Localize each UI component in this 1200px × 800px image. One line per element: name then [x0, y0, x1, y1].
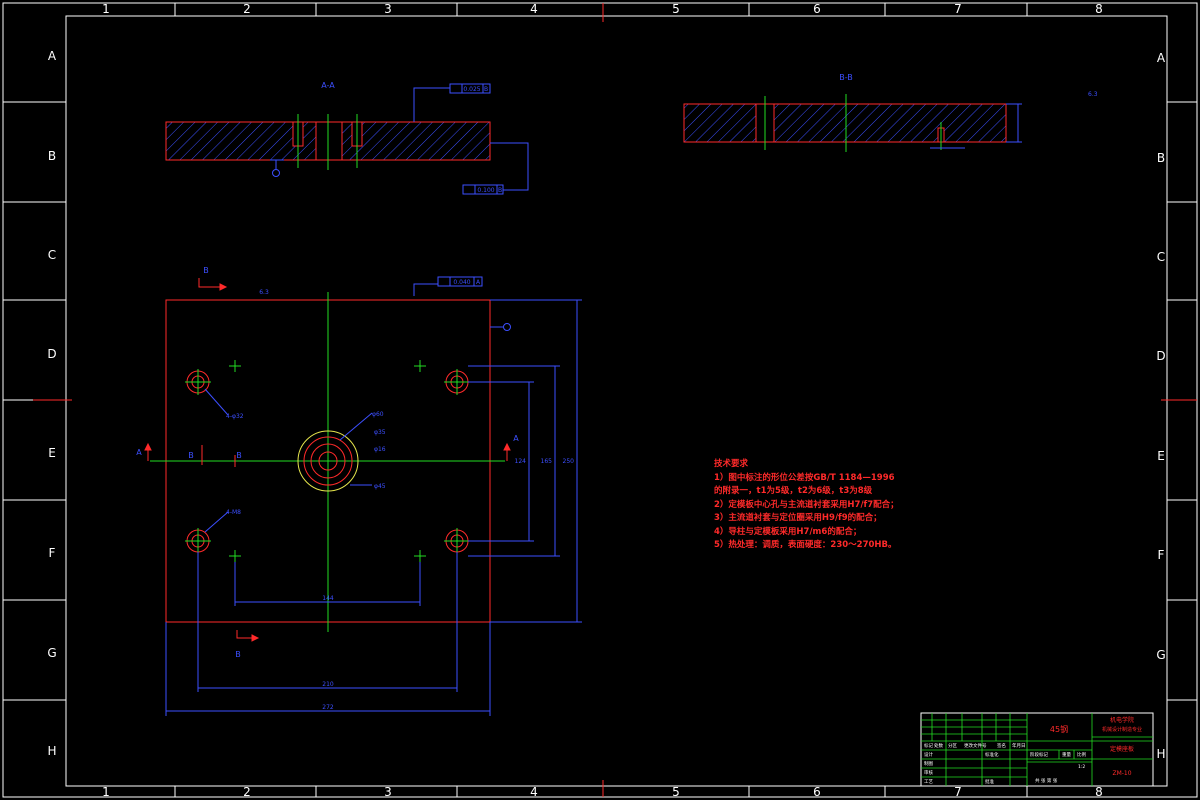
col-label: 1 [102, 785, 110, 799]
part-name: 定模座板 [1110, 745, 1134, 753]
col-label: 7 [954, 785, 962, 799]
col-label: 8 [1095, 785, 1103, 799]
scale-value: 1:2 [1078, 764, 1085, 770]
rev-header: 处数 [934, 742, 943, 749]
tech-req-item: 3）主流道衬套与定位圈采用H9/f9的配合； [714, 513, 882, 523]
label-center-hole-4: φ45 [374, 483, 386, 490]
zone-labels: 1 2 3 4 5 6 7 8 1 2 3 4 5 6 7 8 A B C D … [47, 2, 1166, 799]
role-draw: 制图 [924, 760, 933, 767]
row-label: G [1156, 648, 1165, 662]
role-process: 工艺 [924, 779, 933, 785]
section-mark-b-left: B [188, 451, 194, 460]
row-label: C [1157, 250, 1165, 264]
col-label: 7 [954, 2, 962, 16]
school-line1: 机电学院 [1110, 716, 1134, 724]
aa-flatness-datum: B [484, 86, 488, 93]
col-label: 6 [813, 785, 821, 799]
dim-hole-pitch-y: 165 [541, 458, 553, 465]
role-design: 设计 [924, 751, 933, 758]
rev-header: 分区 [948, 742, 957, 749]
section-aa: A-A 0.025 B 0.100 B [165, 81, 529, 195]
tech-req-item: 4）导柱与定模板采用H7/m6的配合； [714, 526, 862, 537]
tech-req-item: 2）定模板中心孔与主流道衬套采用H7/f7配合； [714, 499, 899, 510]
row-label: A [1157, 51, 1166, 65]
row-label: F [49, 546, 56, 560]
row-label: A [48, 49, 57, 63]
section-mark-a-left: A [136, 448, 142, 457]
label-guide-holes: 4-φ32 [226, 413, 244, 420]
plan-tol: 0.040 [453, 279, 470, 286]
dim-hole-pitch-x: 210 [322, 681, 334, 688]
rev-header: 年月日 [1012, 742, 1026, 749]
col-label: 4 [530, 785, 538, 799]
row-label: H [1156, 747, 1165, 761]
row-label: H [47, 744, 56, 758]
col-label: 4 [530, 2, 538, 16]
school-line2: 机械设计制造专业 [1102, 726, 1142, 733]
zone-ticks [3, 3, 1197, 797]
col-label: 2 [243, 2, 251, 16]
tech-req-item: 的附录一，t1为5级，t2为6级，t3为8级 [714, 486, 873, 496]
section-mark-b-top: B [203, 266, 209, 275]
col-label: 3 [384, 785, 392, 799]
row-label: G [47, 646, 56, 660]
dim-overall-height: 250 [563, 458, 575, 465]
dim-inner-pitch-x: 144 [322, 595, 334, 602]
tech-req-item: 5）热处理：调质，表面硬度：230～270HB。 [714, 540, 897, 550]
technical-requirements: 技术要求 1）图中标注的形位公差按GB/T 1184—1996 的附录一，t1为… [714, 458, 899, 553]
col-label: 2 [243, 785, 251, 799]
col-label: 1 [102, 2, 110, 16]
dim-inner-pitch-y: 124 [515, 458, 527, 465]
std-label: 标准化 [985, 751, 999, 758]
title-block: 标记 处数 分区 更改文件号 签名 年月日 设计 制图 审核 工艺 标准化 批准… [920, 712, 1154, 787]
row-label: C [48, 248, 56, 262]
rev-header: 签名 [997, 742, 1006, 749]
sheet-label: 共 张 第 张 [1035, 777, 1058, 784]
row-label: F [1158, 548, 1165, 562]
aa-perp-datum: B [498, 187, 502, 194]
bb-roughness: 6.3 [1088, 91, 1098, 98]
label-center-hole-2: φ35 [374, 429, 386, 436]
section-mark-b-bottom: B [235, 650, 241, 659]
section-bb: B-B 6.3 [683, 73, 1098, 152]
scale-label: 比例 [1077, 751, 1086, 758]
aa-perp-tol: 0.100 [477, 187, 494, 194]
plan-view: 272 210 144 250 165 124 4-φ32 4-M8 φ60 φ… [136, 266, 582, 716]
dim-overall-width: 272 [322, 704, 334, 711]
section-mark-b-right: B [236, 451, 242, 460]
drawing-no: ZM-10 [1112, 770, 1131, 777]
aa-flatness-tol: 0.025 [463, 86, 480, 93]
label-center-hole-3: φ16 [374, 446, 386, 453]
col-label: 3 [384, 2, 392, 16]
tech-req-item: 1）图中标注的形位公差按GB/T 1184—1996 [714, 472, 895, 483]
section-mark-a-right: A [513, 434, 519, 443]
rev-header: 更改文件号 [964, 742, 987, 749]
col-label: 5 [672, 2, 680, 16]
row-label: D [47, 347, 56, 361]
section-aa-title: A-A [321, 81, 335, 90]
label-pin-holes: 4-M8 [226, 509, 241, 516]
weight-label: 重量 [1062, 751, 1071, 758]
row-label: B [48, 149, 56, 163]
rev-header: 标记 [924, 742, 933, 749]
row-label: B [1157, 151, 1165, 165]
col-label: 8 [1095, 2, 1103, 16]
centering-marks [33, 3, 1197, 797]
col-label: 6 [813, 2, 821, 16]
material: 45钢 [1050, 724, 1068, 734]
row-label: E [1157, 449, 1165, 463]
section-bb-title: B-B [839, 73, 853, 82]
roughness-top: 6.3 [259, 289, 269, 296]
label-center-hole-1: φ60 [372, 411, 384, 418]
role-check: 审核 [924, 769, 933, 776]
tech-req-title: 技术要求 [714, 459, 749, 469]
stage-label: 阶段标记 [1030, 751, 1048, 758]
row-label: D [1156, 349, 1165, 363]
plan-tol-datum: A [476, 279, 481, 286]
row-label: E [48, 446, 56, 460]
col-label: 5 [672, 785, 680, 799]
approve-label: 批准 [985, 778, 994, 785]
